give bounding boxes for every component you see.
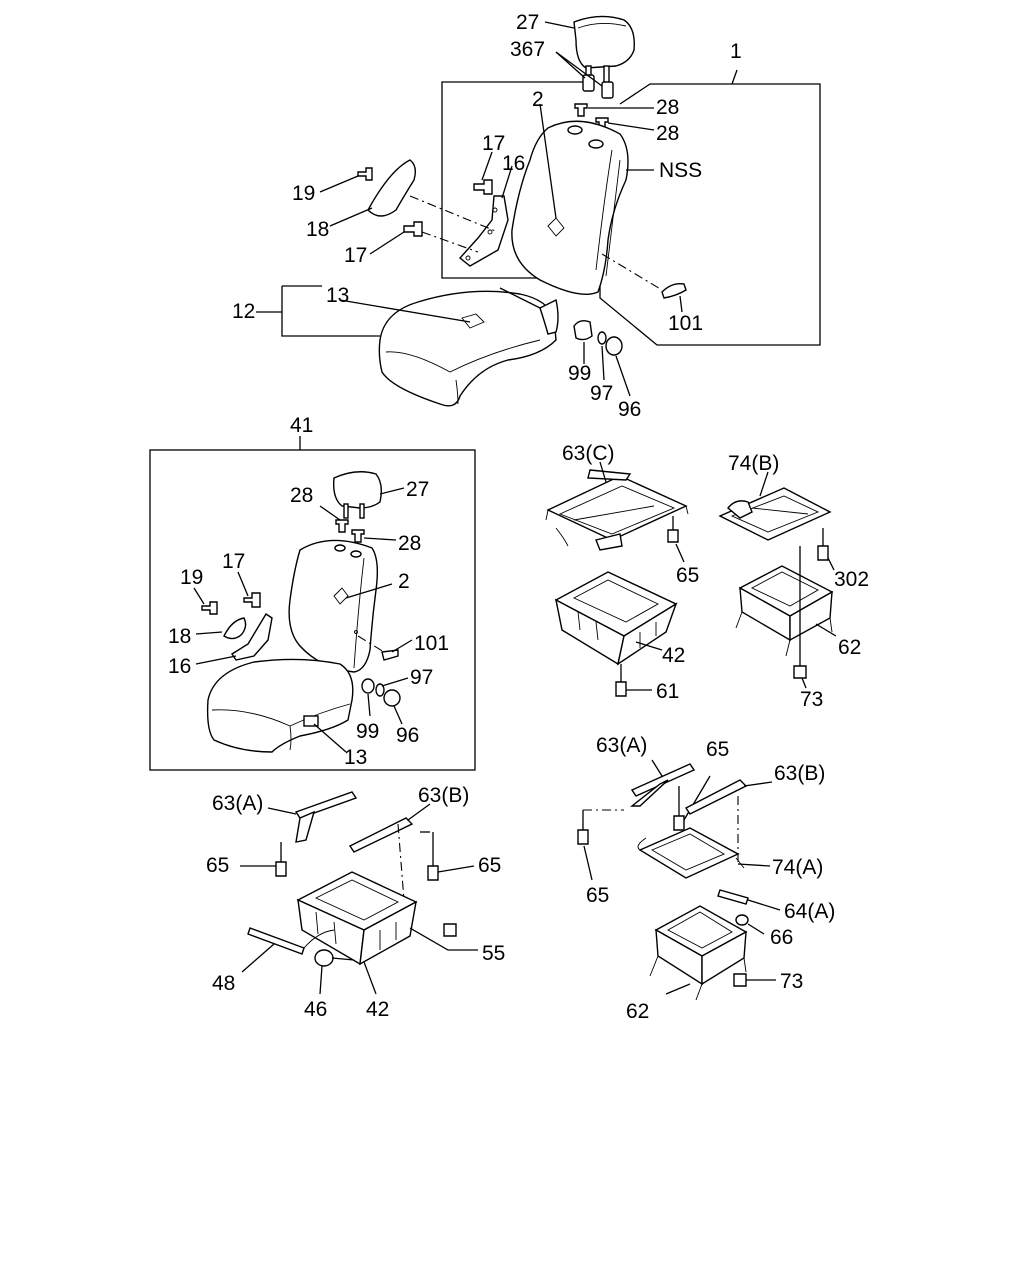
label-28-lower: 28: [656, 122, 679, 145]
label-27: 27: [406, 478, 429, 501]
label-13: 13: [326, 284, 349, 307]
guide-28: [574, 103, 588, 117]
group-bracket-1: [441, 81, 821, 346]
seat-cushion: [378, 290, 559, 407]
seat-rail-63a-right: [630, 763, 696, 797]
bolt-17: [473, 179, 493, 195]
label-16: 16: [502, 152, 525, 175]
seat-back-41: [288, 539, 379, 673]
seat-riser-62-right: [649, 905, 748, 1001]
label-63b: 63(B): [418, 784, 469, 807]
seat-base-42: [554, 571, 678, 666]
label-65-right: 65: [478, 854, 501, 877]
label-367: 367: [510, 38, 545, 61]
label-97: 97: [410, 666, 433, 689]
label-63a: 63(A): [596, 734, 647, 757]
seat-rail-63b-right: [684, 779, 748, 815]
label-18: 18: [168, 625, 191, 648]
label-73: 73: [800, 688, 823, 711]
label-41: 41: [290, 414, 313, 437]
lower-right-group: 63(A) 65 63(B) 65 74(A) 64(A) 66 73 62: [577, 734, 835, 1023]
label-74a: 74(A): [772, 856, 823, 879]
headrest-41: [332, 471, 383, 509]
seat-rail-63c: [546, 475, 688, 541]
label-nss: NSS: [659, 159, 702, 182]
label-55: 55: [482, 942, 505, 965]
washer-97: [597, 331, 607, 345]
label-28-upper: 28: [656, 96, 679, 119]
seat-rail-63a: [294, 791, 358, 819]
label-302: 302: [834, 568, 869, 591]
label-65-left: 65: [206, 854, 229, 877]
bushing-367: [582, 74, 595, 92]
headrest: [573, 15, 635, 85]
label-1: 1: [730, 40, 742, 63]
label-2: 2: [532, 88, 544, 111]
label-19: 19: [180, 566, 203, 589]
label-65-lower: 65: [586, 884, 609, 907]
label-96: 96: [618, 398, 641, 421]
recliner-lever-41: [223, 617, 247, 640]
label-42: 42: [662, 644, 685, 667]
label-62: 62: [626, 1000, 649, 1023]
label-101: 101: [668, 312, 703, 335]
label-17-upper: 17: [482, 132, 505, 155]
label-16: 16: [168, 655, 191, 678]
label-19: 19: [292, 182, 315, 205]
label-63c: 63(C): [562, 442, 615, 465]
label-48: 48: [212, 972, 235, 995]
label-96: 96: [396, 724, 419, 747]
label-61: 61: [656, 680, 679, 703]
label-97: 97: [590, 382, 613, 405]
label-2: 2: [398, 570, 410, 593]
label-18: 18: [306, 218, 329, 241]
cap-96: [605, 336, 623, 356]
label-28-b: 28: [398, 532, 421, 555]
label-101: 101: [414, 632, 449, 655]
label-64a: 64(A): [784, 900, 835, 923]
label-42: 42: [366, 998, 389, 1021]
label-65: 65: [676, 564, 699, 587]
seat-back: [511, 120, 629, 295]
rail-group-63c: 63(C) 65 42 61: [545, 442, 699, 703]
label-46: 46: [304, 998, 327, 1021]
rod-48: [247, 927, 305, 955]
label-66: 66: [770, 926, 793, 949]
seat-rail-74a: [637, 827, 745, 879]
recliner-hinge: [458, 195, 509, 267]
label-13: 13: [344, 746, 367, 769]
recliner-lever: [367, 159, 417, 217]
seat-cushion-41: [206, 658, 354, 753]
label-28-a: 28: [290, 484, 313, 507]
label-99: 99: [568, 362, 591, 385]
label-27: 27: [516, 11, 539, 34]
label-65-upper: 65: [706, 738, 729, 761]
label-73: 73: [780, 970, 803, 993]
clip-101: [661, 282, 687, 299]
label-62: 62: [838, 636, 861, 659]
seat-rail-63b: [348, 817, 414, 853]
group-box-41: [149, 449, 476, 771]
seat-base-lower-left: [296, 871, 418, 966]
recliner-hinge-41: [231, 613, 273, 661]
rail-group-74b: 74(B) 302 62 73: [718, 452, 869, 711]
label-17: 17: [222, 550, 245, 573]
label-74b: 74(B): [728, 452, 779, 475]
lower-left-group: 63(A) 63(B) 65 65 55 48 46 42: [206, 784, 505, 1021]
upper-seat-assembly: 27 367 1 2 28 28 17 16 NSS 19 18 17 13 1…: [232, 11, 821, 421]
seat-assembly-41: 41 28 27 28 17 19 2 18 101 16 97 99 96 1…: [149, 414, 476, 771]
lever-64a: [717, 889, 749, 905]
label-63b: 63(B): [774, 762, 825, 785]
label-99: 99: [356, 720, 379, 743]
label-12: 12: [232, 300, 255, 323]
seat-rail-74b: [718, 487, 832, 541]
label-17-lower: 17: [344, 244, 367, 267]
knob-46: [314, 949, 334, 967]
label-63a: 63(A): [212, 792, 263, 815]
seat-riser-62: [735, 565, 834, 657]
bushing-99: [573, 319, 593, 341]
